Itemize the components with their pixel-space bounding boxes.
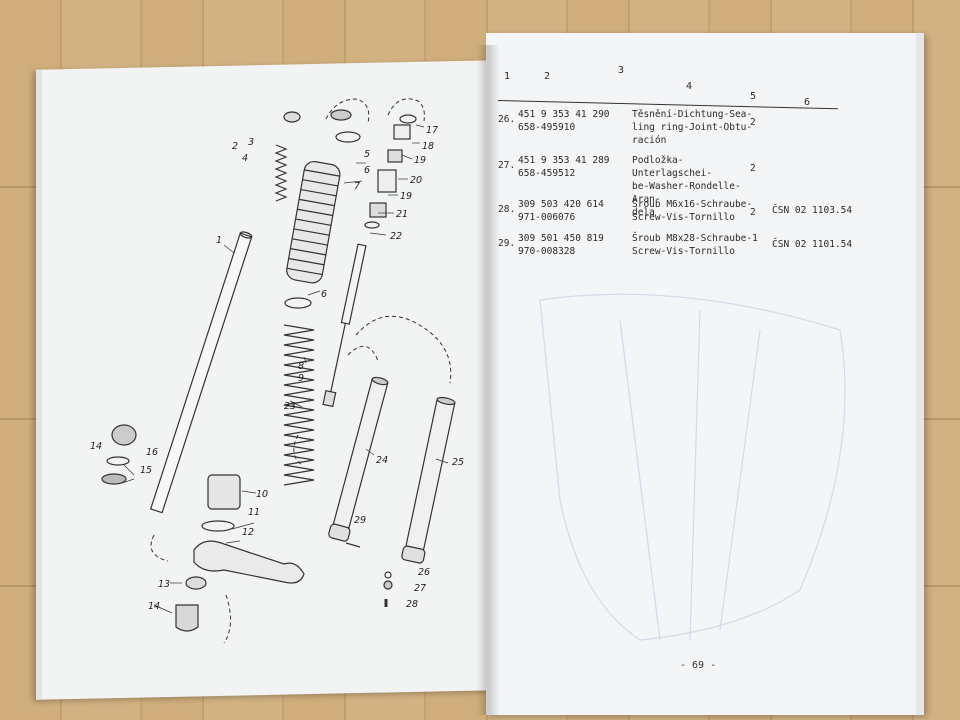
callout-19: 19 [414,155,426,166]
part-6-ring [284,297,312,309]
part-20-sleeve [377,169,397,193]
right-page [486,33,924,715]
callout-24: 24 [376,455,388,466]
callout-17: 17 [426,125,438,136]
part-code: 970-008328 [518,246,576,257]
callout-25: 25 [452,457,464,468]
part-code: 971-006076 [518,212,576,223]
part-22-damper-rod [322,243,367,408]
callout-20: 20 [410,175,422,186]
callout-4: 4 [242,153,248,164]
standard-norm: ČSN 02 1101.54 [772,239,853,250]
part-code: 451 9 353 41 289 [518,155,610,166]
part-code: 451 9 353 41 290 [518,109,610,120]
callout-14b: 14 [90,441,102,452]
callout-16: 16 [146,447,158,458]
part-12-bracket [193,540,305,584]
column-header: 3 [618,65,625,76]
callout-26: 26 [418,567,430,578]
description-line: Screw-Vis-Tornillo [632,246,735,257]
callout-27: 27 [414,583,426,594]
part-14-cap-nut [175,604,199,632]
row-number: 26. [498,114,516,125]
part-ring [330,109,352,121]
callout-28: 28 [406,599,418,610]
part-code: 658-495910 [518,122,576,133]
callout-11: 11 [248,507,260,518]
show-through-drawing [539,293,846,641]
callout-8: 8 [298,361,304,372]
part-7-rubber-boot [286,160,341,284]
part-code: 658-459512 [518,168,576,179]
description-line: ración [632,135,667,146]
page-number: - 69 - [680,660,717,671]
part-code: 309 503 420 614 [518,199,604,210]
callout-9: 9 [298,373,304,384]
part-17-ring [399,114,417,124]
column-header: 4 [686,81,693,92]
part-10-bush [207,474,241,510]
part-13-nut [185,576,207,590]
callout-22: 22 [390,231,402,242]
quantity: 2 [750,207,756,218]
callout-12: 12 [242,527,254,538]
part-11-ring [201,520,235,532]
row-number: 28. [498,204,516,215]
callout-18: 18 [422,141,434,152]
description-line: ling ring-Joint-Obtu- [632,122,753,133]
callout-21: 21 [396,209,408,220]
exploded-fork-diagram: 1 2 3 4 5 6 7 6 8 9 10 11 12 13 14 15 16… [90,98,464,644]
book-gutter [476,45,500,715]
callout-10: 10 [256,489,268,500]
description-line: Podložka-Unterlagschei- [632,155,713,179]
part-4-small-spring [274,144,288,202]
quantity: 2 [750,117,756,128]
callout-2: 2 [232,141,238,152]
column-header: 2 [544,71,551,82]
part-1-fork-tube [149,231,253,514]
callout-13: 13 [158,579,170,590]
part-19-bush [387,149,403,163]
part-code: 309 501 450 819 [518,233,604,244]
description-line: Šroub M6x16-Schraube- [632,199,753,210]
callout-19b: 19 [400,191,412,202]
callout-1: 1 [216,235,222,246]
part-15-ring [101,473,127,485]
callout-6: 6 [364,165,370,176]
row-number: 27. [498,160,516,171]
description-line: Těsnění-Dichtung-Sea- [632,109,753,120]
part-18-bush [393,124,411,140]
part-26-washer [384,571,392,579]
callout-5: 5 [364,149,370,160]
part-29-screw [345,542,361,548]
part-19-bush-b [369,202,387,218]
callout-14: 14 [148,601,160,612]
callout-29: 29 [354,515,366,526]
callout-3: 3 [248,137,254,148]
description-line: Šroub M8x28-Schraube-1 [632,233,758,244]
callout-23: 23 [284,401,296,412]
part-25-lower-slider [401,396,456,564]
column-header: 6 [804,97,811,108]
standard-norm: ČSN 02 1103.54 [772,205,853,216]
part-14-fitting [111,424,137,446]
row-number: 29. [498,238,516,249]
description-line: Screw-Vis-Tornillo [632,212,735,223]
part-cap [283,111,301,123]
quantity: 2 [750,163,756,174]
callout-7: 7 [354,181,360,192]
description-line: be-Washer-Rondelle-Aran- [632,181,741,205]
part-5-ring [335,131,361,143]
column-header: 5 [750,91,757,102]
column-header: 1 [504,71,511,82]
part-16-ring [106,456,130,466]
part-21-ring [364,221,380,229]
part-24-lower-slider [328,376,389,542]
callout-6b: 6 [321,289,327,300]
callout-15: 15 [140,465,152,476]
open-manual [36,33,924,715]
part-8-large-spring [283,324,315,486]
part-27-washer [383,580,393,590]
description-line: dela [632,207,655,218]
